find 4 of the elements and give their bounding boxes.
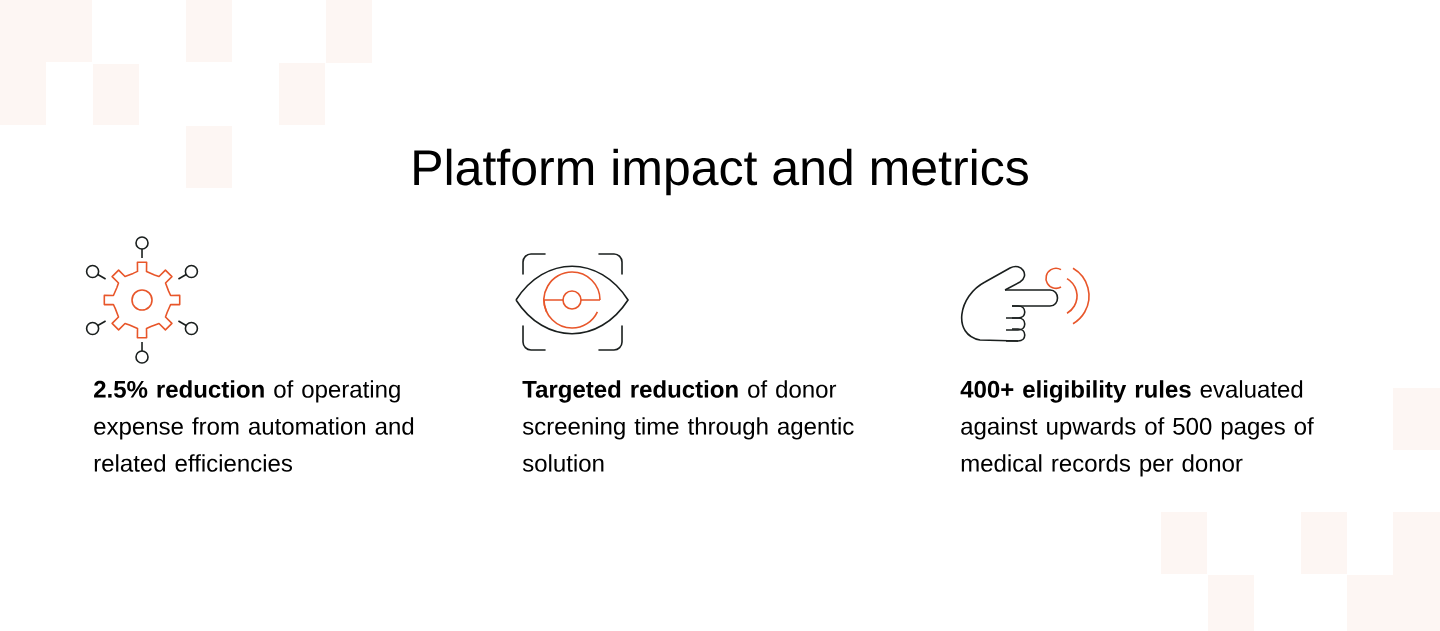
metric-description: 2.5% reduction of operating expense from automation and related efficiencies — [94, 380, 414, 472]
metric-description: 400+ eligibility rules evaluated against upwards of 500 pages of medical records per donor — [960, 380, 1314, 477]
title: Platform impact and metrics — [414, 148, 1028, 196]
metric-description: Targeted reduction of donor screening time through agentic solution — [522, 380, 854, 472]
